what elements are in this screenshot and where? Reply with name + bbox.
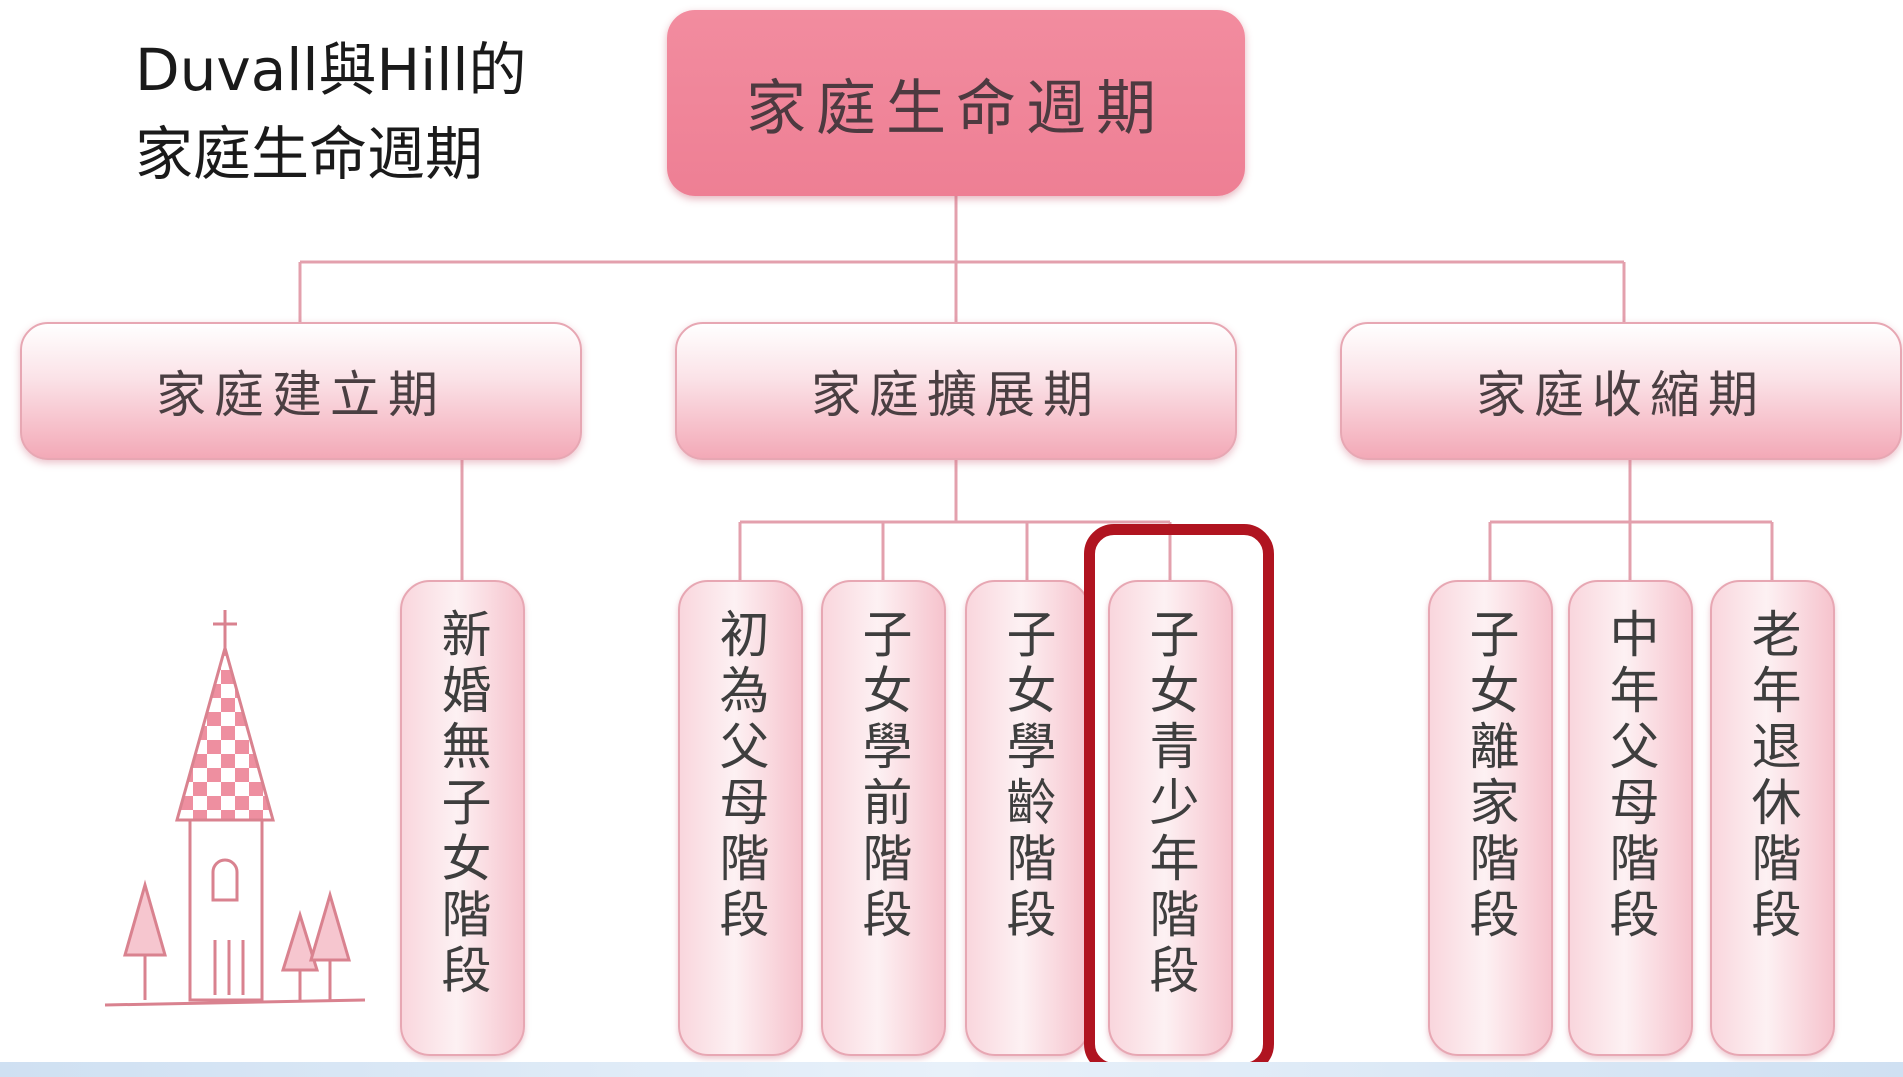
stage-node-school-age: 子女學齡階段 — [965, 580, 1090, 1056]
root-node: 家庭生命週期 — [667, 10, 1245, 196]
stage-node-launching: 子女離家階段 — [1428, 580, 1553, 1056]
stage-label: 子女離家階段 — [1461, 608, 1520, 944]
caption-line-1: Duvall與Hill的 — [135, 36, 527, 104]
stage-label: 子女學齡階段 — [998, 608, 1057, 944]
root-label: 家庭生命週期 — [746, 73, 1166, 144]
stage-label: 初為父母階段 — [711, 608, 770, 944]
phase-label: 家庭收縮期 — [1476, 366, 1766, 424]
stage-node-newlywed: 新婚無子女階段 — [400, 580, 525, 1056]
phase-node-expansion: 家庭擴展期 — [675, 322, 1237, 460]
church-illustration — [104, 610, 366, 1007]
bottom-decor-band — [0, 1062, 1903, 1077]
phase-label: 家庭建立期 — [156, 366, 446, 424]
phase-node-establishment: 家庭建立期 — [20, 322, 582, 460]
stage-node-middle-age: 中年父母階段 — [1568, 580, 1693, 1056]
phase-label: 家庭擴展期 — [811, 366, 1101, 424]
highlight-frame — [1084, 524, 1274, 1074]
caption-line-2: 家庭生命週期 — [135, 120, 484, 188]
stage-node-preschool: 子女學前階段 — [821, 580, 946, 1056]
diagram-caption: Duvall與Hill的 家庭生命週期 — [135, 28, 526, 196]
stage-label: 老年退休階段 — [1743, 608, 1802, 944]
stage-node-retirement: 老年退休階段 — [1710, 580, 1835, 1056]
stage-label: 子女青少年階段 — [1141, 608, 1200, 1000]
stage-node-teenagers: 子女青少年階段 — [1108, 580, 1233, 1056]
stage-label: 新婚無子女階段 — [433, 608, 492, 1000]
phase-node-contraction: 家庭收縮期 — [1340, 322, 1902, 460]
stage-node-new-parents: 初為父母階段 — [678, 580, 803, 1056]
stage-label: 中年父母階段 — [1601, 608, 1660, 944]
stage-label: 子女學前階段 — [854, 608, 913, 944]
